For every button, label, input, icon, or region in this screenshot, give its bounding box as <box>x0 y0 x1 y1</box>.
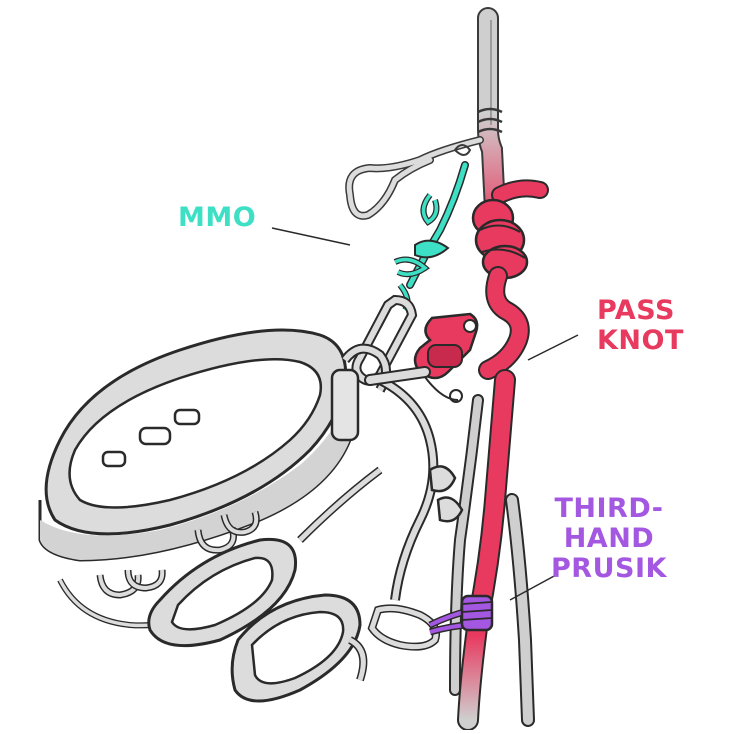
label-third-hand-prusik: THIRD- HAND PRUSIK <box>551 494 667 584</box>
prusik-carabiner <box>367 604 440 651</box>
label-mmo: MMO <box>178 203 256 233</box>
label-pass-knot-line-2: KNOT <box>597 325 684 356</box>
harness-belt <box>38 328 360 562</box>
label-prusik-line-1: THIRD- <box>554 493 664 524</box>
prusik-leader-line <box>509 574 557 601</box>
belay-device-icon <box>413 312 479 403</box>
belay-loop <box>297 343 464 601</box>
rope-icon <box>449 369 535 731</box>
third-hand-prusik <box>428 594 494 636</box>
label-prusik-line-2: HAND <box>563 523 655 554</box>
pass-knot-leader-line <box>527 334 579 361</box>
label-pass-knot-line-1: PASS <box>597 295 675 326</box>
mmo-sling <box>393 161 469 312</box>
label-prusik-line-3: PRUSIK <box>551 553 667 584</box>
label-pass-knot: PASS KNOT <box>597 296 684 356</box>
mmo-leader-line <box>271 227 351 246</box>
label-mmo-text: MMO <box>178 202 257 233</box>
main-rope-top <box>477 7 507 241</box>
gray-sling-loop <box>345 136 484 220</box>
pass-knot <box>471 179 549 380</box>
leg-loops <box>147 537 368 703</box>
